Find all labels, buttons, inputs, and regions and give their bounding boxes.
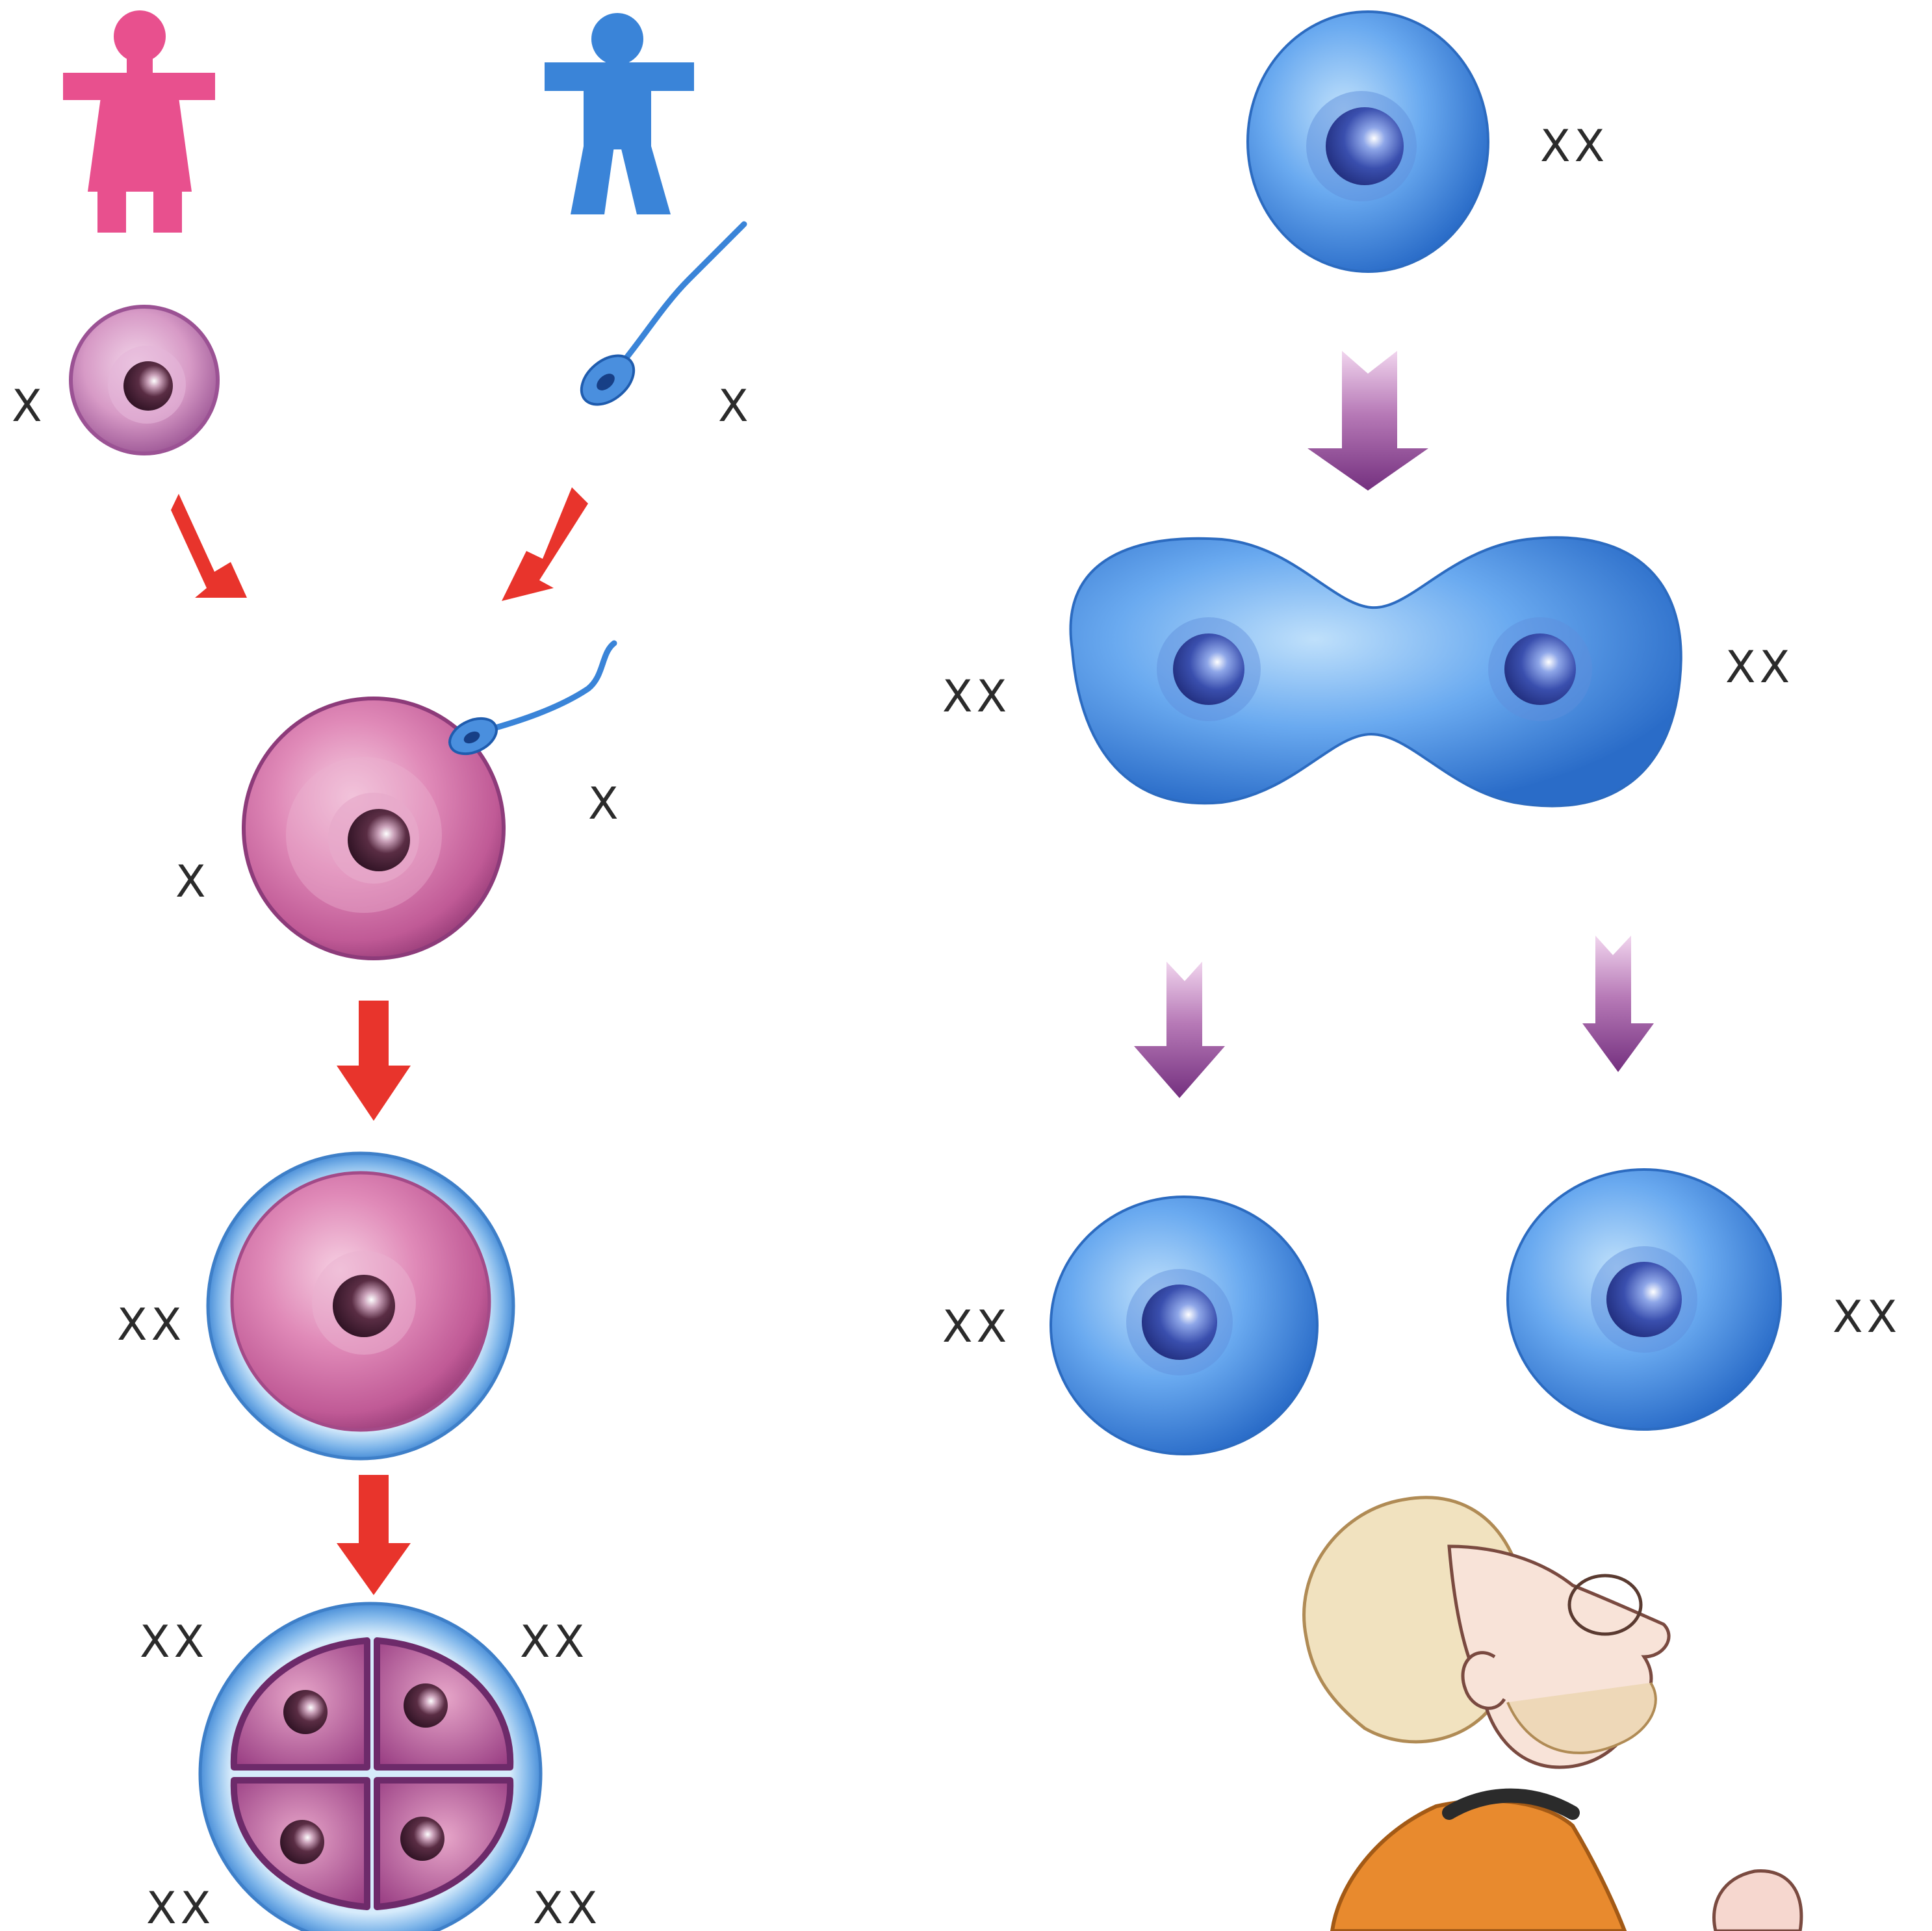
fertilized-egg-label: X bbox=[175, 856, 210, 908]
parent-cell-label: XX bbox=[1540, 121, 1608, 172]
left-daughter-nucleus bbox=[1142, 1285, 1217, 1360]
zygote-nucleus bbox=[333, 1275, 395, 1337]
arrow-to-dividing-cell bbox=[1307, 351, 1428, 491]
fertilized-egg-cell bbox=[244, 643, 614, 958]
four-cell-label-top-right: XX bbox=[520, 1617, 588, 1668]
fertilizing-sperm-label: X bbox=[588, 778, 623, 830]
left-daughter-cell bbox=[1051, 1197, 1317, 1454]
dividing-left-nucleus bbox=[1173, 633, 1244, 705]
egg-cell bbox=[71, 307, 218, 454]
male-figure-icon bbox=[545, 13, 694, 214]
old-man-illustration bbox=[1304, 1498, 1801, 1931]
dividing-body-cell bbox=[1070, 537, 1681, 806]
arrow-to-four-cell bbox=[337, 1475, 411, 1595]
arrow-sperm-to-fertilization bbox=[502, 487, 588, 601]
zygote-label: XX bbox=[117, 1299, 185, 1351]
zygote-cell bbox=[208, 1153, 513, 1459]
arrow-to-zygote bbox=[337, 1001, 411, 1121]
right-daughter-cell bbox=[1508, 1170, 1781, 1429]
egg-nucleus bbox=[123, 361, 173, 411]
arrow-to-right-daughter bbox=[1582, 936, 1654, 1072]
parent-body-cell bbox=[1248, 12, 1488, 272]
left-daughter-label: XX bbox=[942, 1301, 1011, 1353]
arrow-egg-to-fertilization bbox=[171, 494, 247, 598]
sperm-label: X bbox=[718, 381, 753, 432]
right-daughter-label: XX bbox=[1833, 1292, 1901, 1343]
arrow-to-left-daughter bbox=[1134, 962, 1225, 1098]
dividing-right-label: XX bbox=[1725, 642, 1794, 693]
egg-label: X bbox=[12, 381, 46, 432]
dividing-left-label: XX bbox=[942, 671, 1011, 723]
four-cell-label-bottom-left: XX bbox=[146, 1883, 214, 1931]
female-figure-icon bbox=[63, 10, 215, 233]
four-cell-label-bottom-right: XX bbox=[533, 1883, 601, 1931]
four-cell-embryo bbox=[200, 1604, 541, 1931]
parent-cell-nucleus bbox=[1326, 107, 1404, 185]
fertilized-egg-nucleus bbox=[348, 809, 410, 871]
right-daughter-nucleus bbox=[1606, 1262, 1682, 1337]
dividing-right-nucleus bbox=[1504, 633, 1576, 705]
four-cell-label-top-left: XX bbox=[140, 1617, 208, 1668]
